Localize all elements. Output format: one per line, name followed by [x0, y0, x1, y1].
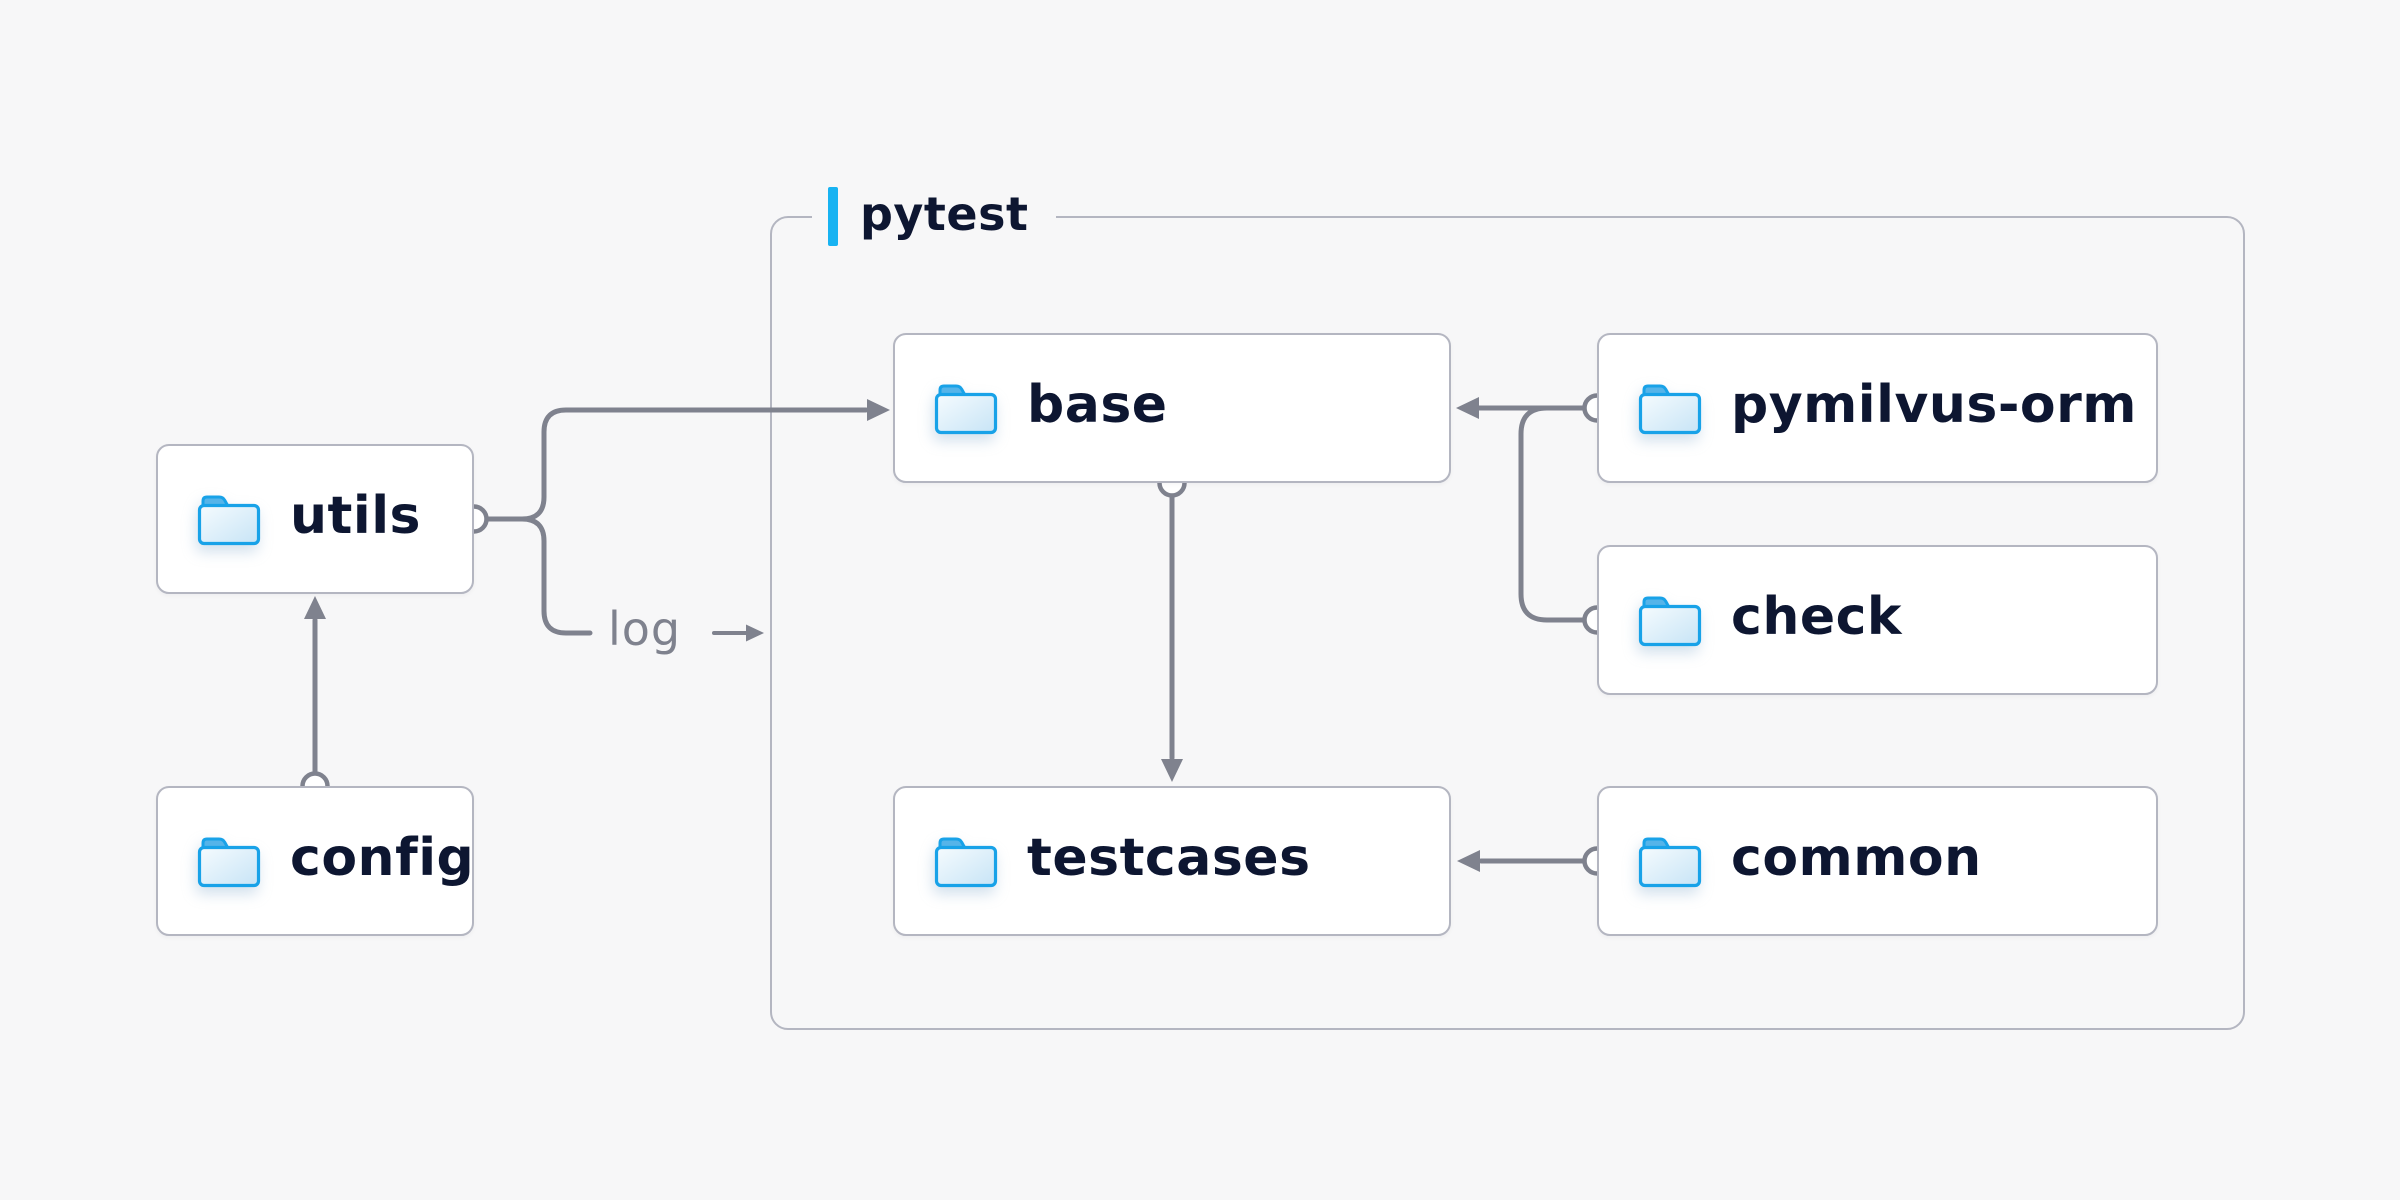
node-check: check [1597, 545, 2158, 695]
folder-icon [934, 837, 998, 888]
log-arrowhead [746, 624, 764, 642]
folder-icon [1638, 837, 1702, 888]
node-base: base [893, 333, 1451, 483]
folder-icon [197, 495, 261, 546]
edge-utils-log [519, 516, 593, 636]
pytest-group-container [770, 216, 2245, 1030]
folder-icon [197, 837, 261, 888]
node-utils: utils [156, 444, 474, 594]
node-common: common [1597, 786, 2158, 936]
folder-icon [1638, 384, 1702, 435]
node-label: check [1731, 587, 1903, 647]
accent-bar [828, 186, 838, 246]
node-pymilvus-orm: pymilvus-orm [1597, 333, 2158, 483]
node-label: utils [290, 486, 421, 546]
pytest-group-label: pytest [860, 187, 1029, 241]
node-config: config [156, 786, 474, 936]
node-label: pymilvus-orm [1731, 375, 2137, 435]
edge-label-log: log [608, 602, 682, 656]
node-label: testcases [1027, 828, 1311, 888]
node-label: common [1731, 828, 1982, 888]
folder-icon [1638, 596, 1702, 647]
node-label: base [1027, 375, 1168, 435]
node-testcases: testcases [893, 786, 1451, 936]
folder-icon [934, 384, 998, 435]
pytest-group-legend: pytest [812, 184, 1057, 248]
arrowhead-up-utils [304, 596, 326, 619]
node-label: config [290, 828, 475, 888]
